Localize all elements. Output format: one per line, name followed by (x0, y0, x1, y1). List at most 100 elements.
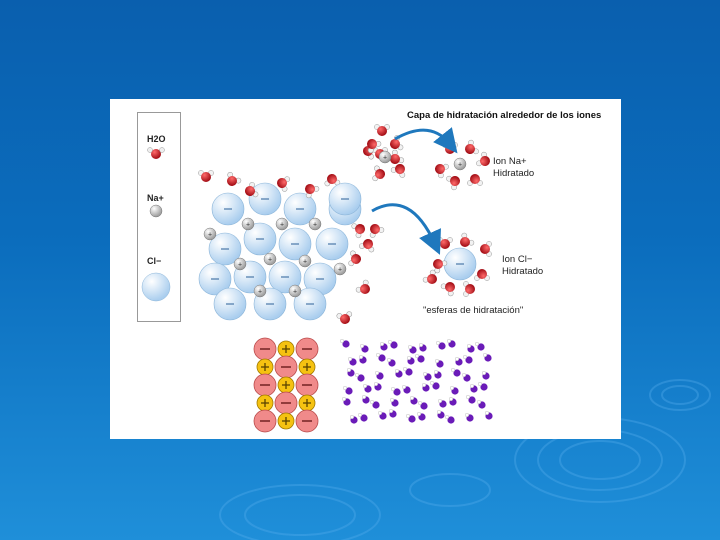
dissolved-particle (388, 339, 398, 349)
water-molecule (367, 139, 382, 154)
water-molecule (442, 142, 458, 154)
water-molecule (227, 172, 242, 186)
chloride-ion (208, 232, 242, 266)
water-molecule (336, 311, 353, 324)
nacl-crystal-lattice: ++++++++++ (198, 170, 370, 324)
water-molecule (324, 174, 341, 187)
dissolved-particle (376, 352, 386, 362)
water-molecule (460, 232, 475, 247)
svg-text:+: + (303, 259, 307, 266)
dissolved-particle (387, 358, 396, 367)
dissolved-particle (470, 384, 478, 393)
svg-text:+: + (268, 257, 272, 264)
chloride-ion (443, 247, 477, 281)
legend-sodium-icon (149, 204, 163, 218)
dissolved-particle (436, 340, 446, 350)
dissolved-particle (422, 383, 430, 392)
arrow-to-cl (371, 203, 441, 255)
dissolved-particle (339, 338, 350, 348)
dissolved-particle (438, 399, 447, 408)
dissolved-particle (466, 395, 476, 404)
arrow-to-na (394, 127, 458, 154)
svg-text:+: + (246, 222, 250, 229)
sodium-ion: + (333, 262, 347, 276)
svg-text:+: + (458, 162, 462, 169)
chloride-ion (283, 192, 317, 226)
cl-hydrated-label: Ion Cl− Hidratado (502, 254, 543, 278)
dissolved-particle (445, 415, 455, 424)
water-molecule (369, 224, 385, 238)
dissolved-particle (354, 373, 365, 382)
legend-chloride-label: Cl− (147, 256, 162, 266)
dissolved-particle (430, 381, 440, 390)
dissolved-particle (378, 411, 387, 420)
dissolved-particle (357, 413, 368, 422)
sodium-ion: + (253, 284, 267, 298)
dissolved-particle (389, 409, 397, 418)
dissolved-particle (447, 338, 456, 348)
dissolved-particle (408, 344, 417, 354)
dissolved-particle (434, 370, 442, 379)
dissolved-particle (467, 343, 475, 353)
water-molecule (480, 241, 492, 257)
svg-text:+: + (208, 232, 212, 239)
dissolved-particle (485, 411, 493, 420)
figure-drawing: ++++++++++ ++ (198, 124, 493, 433)
water-molecule (372, 165, 385, 182)
negative-ion (295, 373, 319, 397)
chloride-ion (268, 260, 302, 294)
water-molecule (277, 176, 291, 192)
dissolved-particle (415, 353, 425, 363)
legend-water-icon (147, 147, 165, 159)
dissolved-particle (347, 357, 357, 366)
water-molecule (467, 174, 483, 186)
water-molecule (474, 269, 490, 281)
sodium-ion: + (288, 284, 302, 298)
na-label-line2: Hidratado (493, 168, 535, 179)
dissolved-particle (380, 341, 388, 351)
dissolved-particle (462, 373, 471, 382)
legend-sodium-label: Na+ (147, 193, 164, 203)
dissolved-particle (362, 384, 372, 393)
svg-text:+: + (338, 267, 342, 274)
water-molecule (440, 282, 455, 297)
dissolved-particle (423, 372, 432, 381)
dissolved-particle (395, 369, 403, 378)
chloride-ion (278, 227, 312, 261)
water-molecule (476, 151, 490, 167)
chloride-ion (198, 262, 232, 296)
dissolved-particle (463, 355, 473, 364)
legend-water-label: H2O (147, 134, 166, 144)
positive-ion (277, 412, 295, 430)
svg-text:+: + (280, 222, 284, 229)
negative-ion (295, 337, 319, 361)
water-molecule (351, 223, 365, 239)
ionic-crystal-2d (253, 337, 319, 433)
positive-ion (298, 394, 316, 412)
water-molecule (390, 164, 406, 178)
positive-ion (277, 340, 295, 358)
svg-text:+: + (258, 289, 262, 296)
hydration-spheres-caption: "esferas de hidratación" (423, 305, 524, 316)
water-molecule (435, 163, 449, 179)
dissolved-particle (451, 368, 461, 377)
negative-ion (253, 373, 277, 397)
positive-ion (256, 358, 274, 376)
chloride-ion (211, 192, 245, 226)
water-molecule (465, 139, 479, 155)
dissolved-particle (407, 356, 415, 365)
sodium-ion: + (453, 157, 467, 171)
chloride-ion (315, 227, 349, 261)
dissolved-particle (375, 371, 384, 380)
water-molecule (359, 239, 375, 253)
water-molecule (305, 184, 320, 199)
chloride-ion (213, 287, 247, 321)
dissolved-particle (390, 398, 399, 407)
negative-ion (253, 337, 277, 361)
negative-ion (253, 409, 277, 433)
chloride-ion (248, 182, 282, 216)
chloride-ion (243, 222, 277, 256)
dissolved-particle (374, 382, 382, 391)
water-molecule (433, 259, 448, 274)
svg-text:+: + (293, 289, 297, 296)
